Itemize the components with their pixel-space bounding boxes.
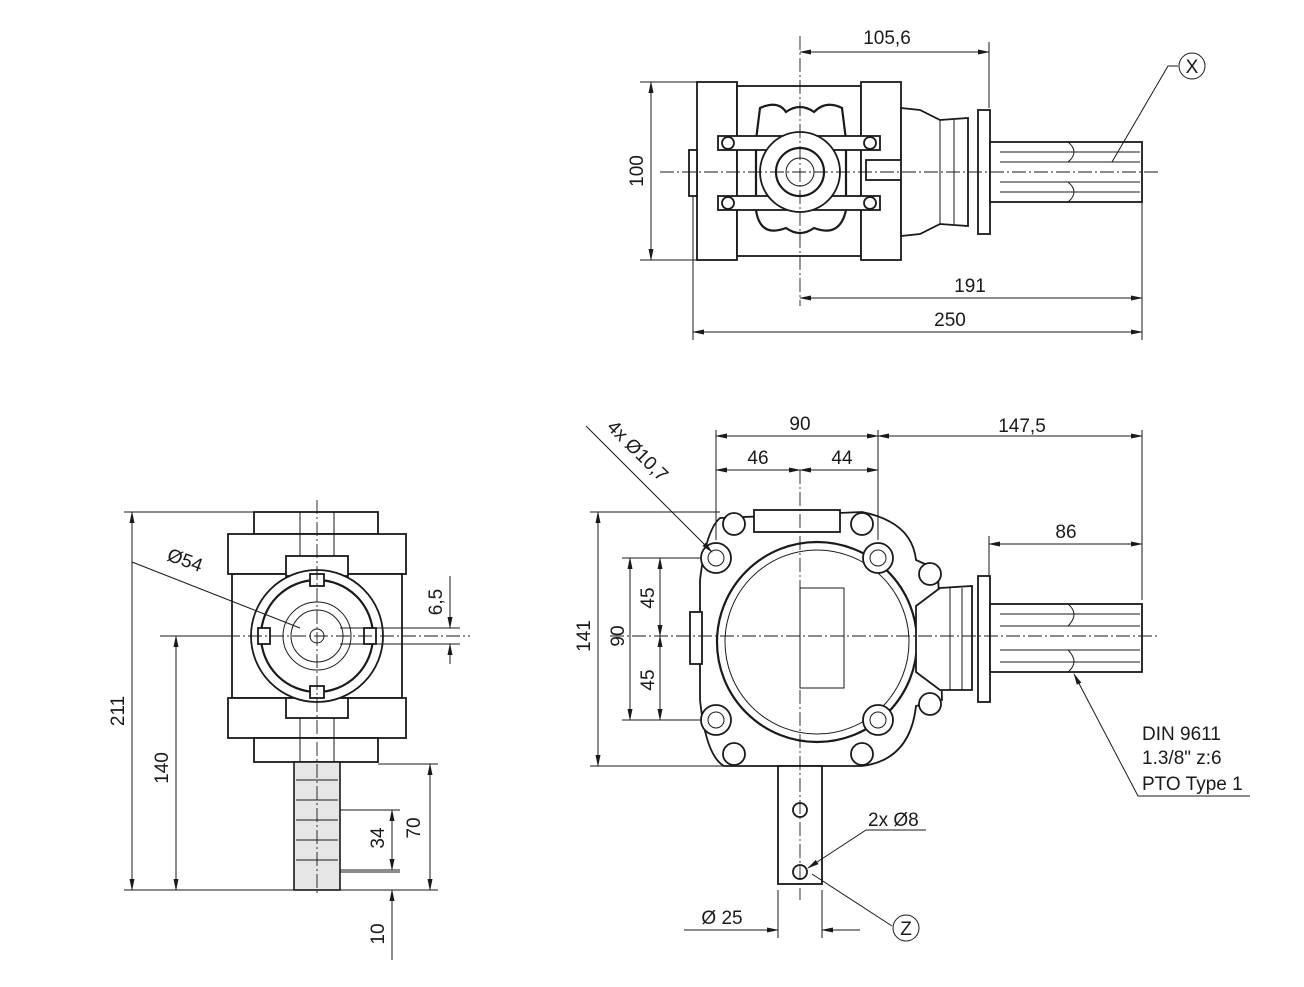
- side-bottom-cap: [253, 737, 379, 763]
- dim-holes-label: 4x Ø10,7: [602, 417, 671, 486]
- dim-90-top-label: 90: [789, 414, 810, 435]
- callout-z-label: Z: [900, 919, 912, 940]
- callout-z-circle: [892, 914, 920, 942]
- front-shaft-flange: [977, 575, 991, 703]
- front-bolt-holes: [700, 512, 942, 766]
- dim-44-label: 44: [831, 448, 853, 469]
- top-bolt-2: [863, 136, 877, 150]
- callout-x-circle: [1178, 52, 1206, 80]
- front-pto-splines: [1000, 613, 1140, 663]
- dim-10-label: 10: [368, 923, 389, 944]
- front-plug: [689, 611, 703, 665]
- top-boss: [688, 149, 698, 197]
- dim-147-5-label: 147,5: [998, 416, 1046, 437]
- top-pto-splines: [1000, 151, 1140, 193]
- top-bolt-3: [721, 196, 735, 210]
- dim-diam25-label: Ø 25: [701, 908, 742, 929]
- front-pto-shaft: [989, 603, 1143, 673]
- pto-spec-line-3: PTO Type 1: [1142, 774, 1243, 795]
- pto-spec-line-1: DIN 9611: [1142, 724, 1221, 745]
- callout-x-label: X: [1186, 57, 1199, 78]
- dim-100-label: 100: [627, 155, 648, 187]
- side-view: Ø54 6,5 211 140 34 70 10: [108, 500, 470, 960]
- dim-211-label: 211: [108, 696, 129, 726]
- dim-86-label: 86: [1055, 522, 1076, 543]
- dim-70-label: 70: [404, 817, 425, 838]
- dim-45-lower-label: 45: [638, 669, 659, 690]
- top-view: 105,6 100 191 250 X: [627, 28, 1206, 340]
- dim-191-label: 191: [954, 276, 986, 297]
- dim-46-label: 46: [747, 448, 768, 469]
- front-view: 90 46 44 147,5 86 4x Ø10,7 141 90 45 45: [574, 414, 1250, 942]
- dim-140-label: 140: [152, 752, 173, 784]
- pto-spec-line-2: 1.3/8" z:6: [1142, 748, 1222, 769]
- dim-141-label: 141: [574, 620, 595, 652]
- front-housing: [699, 511, 943, 767]
- dim-34-label: 34: [368, 827, 389, 849]
- dim-90-left-label: 90: [608, 625, 629, 646]
- dim-2x8-label: 2x Ø8: [868, 810, 919, 831]
- dim-250-label: 250: [934, 310, 966, 331]
- side-top-cap: [253, 511, 379, 535]
- front-neck: [915, 585, 973, 691]
- dim-6-5-label: 6,5: [426, 589, 447, 615]
- dim-diam54-label: Ø54: [164, 545, 205, 577]
- dim-45-upper-label: 45: [638, 587, 659, 608]
- top-bolt-4: [863, 196, 877, 210]
- top-left-flange: [696, 81, 738, 261]
- dim-105-6-label: 105,6: [863, 28, 911, 49]
- top-bolt-1: [721, 136, 735, 150]
